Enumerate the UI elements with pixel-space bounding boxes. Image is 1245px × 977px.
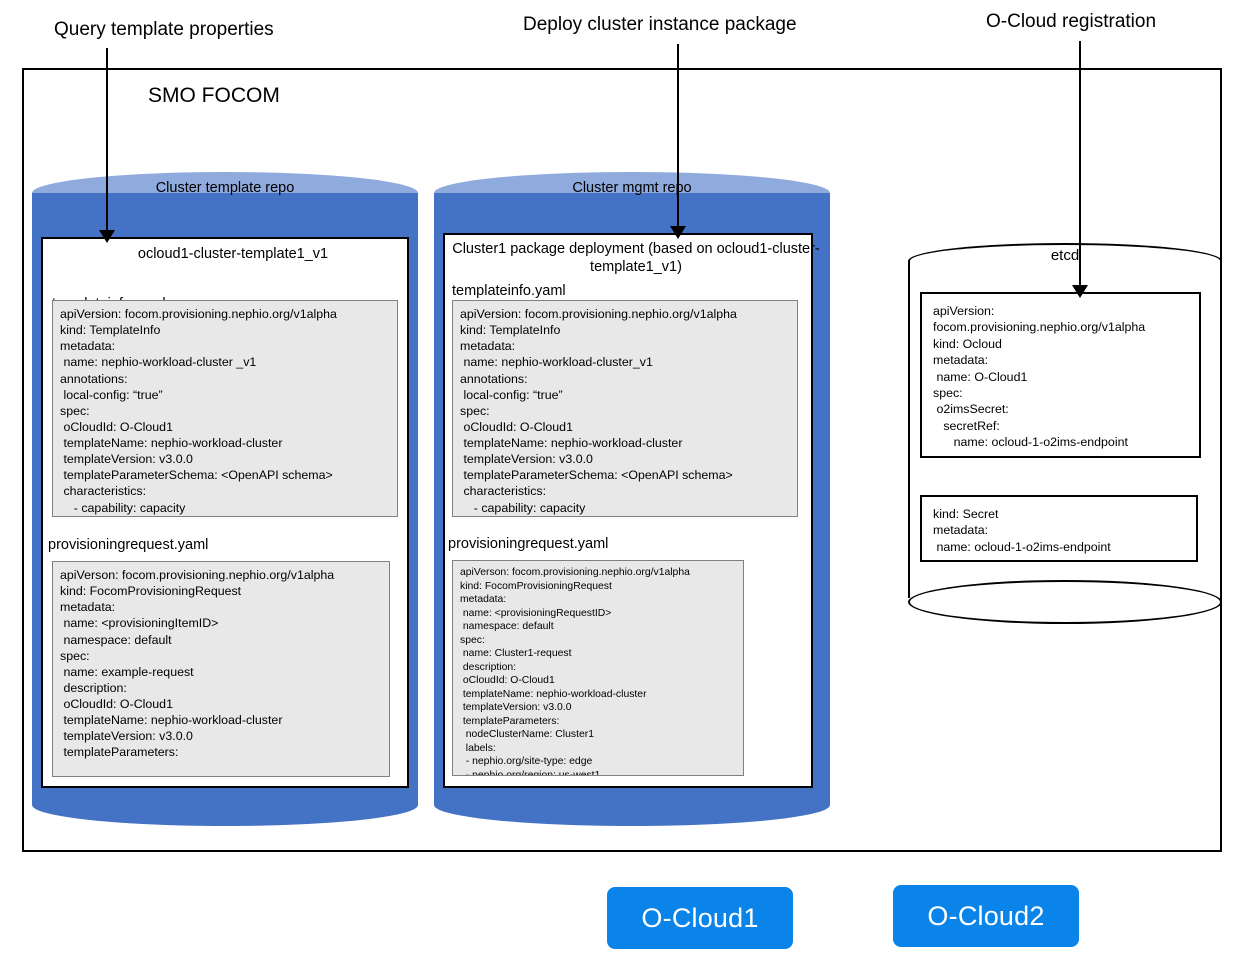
cluster-template-repo-cylinder-bottom: [32, 784, 418, 826]
cluster-mgmt-repo-label: Cluster mgmt repo: [572, 180, 692, 196]
smo-focom-title: SMO FOCOM: [148, 84, 280, 107]
o-cloud1-button[interactable]: O-Cloud1: [607, 887, 793, 949]
mgmt-repo-file-1-name: provisioningrequest.yaml: [448, 536, 609, 552]
etcd-secret-record: kind: Secret metadata: name: ocloud-1-o2…: [920, 495, 1198, 562]
etcd-ocloud-record: apiVersion: focom.provisioning.nephio.or…: [920, 292, 1201, 458]
o-cloud2-button-label: O-Cloud2: [927, 900, 1045, 931]
arrow-query-template-properties-head: [99, 230, 115, 243]
annotation-label-deploy-cluster-instance-package: Deploy cluster instance package: [523, 14, 797, 35]
o-cloud2-button[interactable]: O-Cloud2: [893, 885, 1079, 947]
template-repo-file-0-content: apiVersion: focom.provisioning.nephio.or…: [52, 300, 398, 517]
annotation-label-query-template-properties: Query template properties: [54, 19, 274, 40]
etcd-cylinder-bottom: [908, 580, 1222, 624]
arrow-ocloud-registration-head: [1072, 285, 1088, 298]
cluster-template-repo-label: Cluster template repo: [155, 180, 295, 196]
arrow-query-template-properties-line: [106, 48, 108, 234]
mgmt-repo-file-0-name: templateinfo.yaml: [452, 283, 566, 299]
arrow-deploy-cluster-instance-package-line: [677, 44, 679, 230]
mgmt-repo-file-0-content: apiVersion: focom.provisioning.nephio.or…: [452, 300, 798, 517]
o-cloud1-button-label: O-Cloud1: [641, 902, 759, 933]
arrow-ocloud-registration-line: [1079, 41, 1081, 289]
template-repo-file-1-name: provisioningrequest.yaml: [48, 537, 209, 553]
cluster-template-repo-package-title: ocloud1-cluster-template1_v1: [137, 246, 329, 262]
mgmt-repo-file-1-content: apiVerson: focom.provisioning.nephio.org…: [452, 560, 744, 776]
annotation-label-ocloud-registration: O-Cloud registration: [986, 11, 1157, 32]
cluster-mgmt-repo-package-title: Cluster1 package deployment (based on oc…: [452, 241, 820, 276]
template-repo-file-1-content: apiVerson: focom.provisioning.nephio.org…: [52, 561, 390, 777]
etcd-label: etcd: [1050, 247, 1080, 264]
cluster-mgmt-repo-cylinder-bottom: [434, 784, 830, 826]
arrow-deploy-cluster-instance-package-head: [670, 226, 686, 239]
